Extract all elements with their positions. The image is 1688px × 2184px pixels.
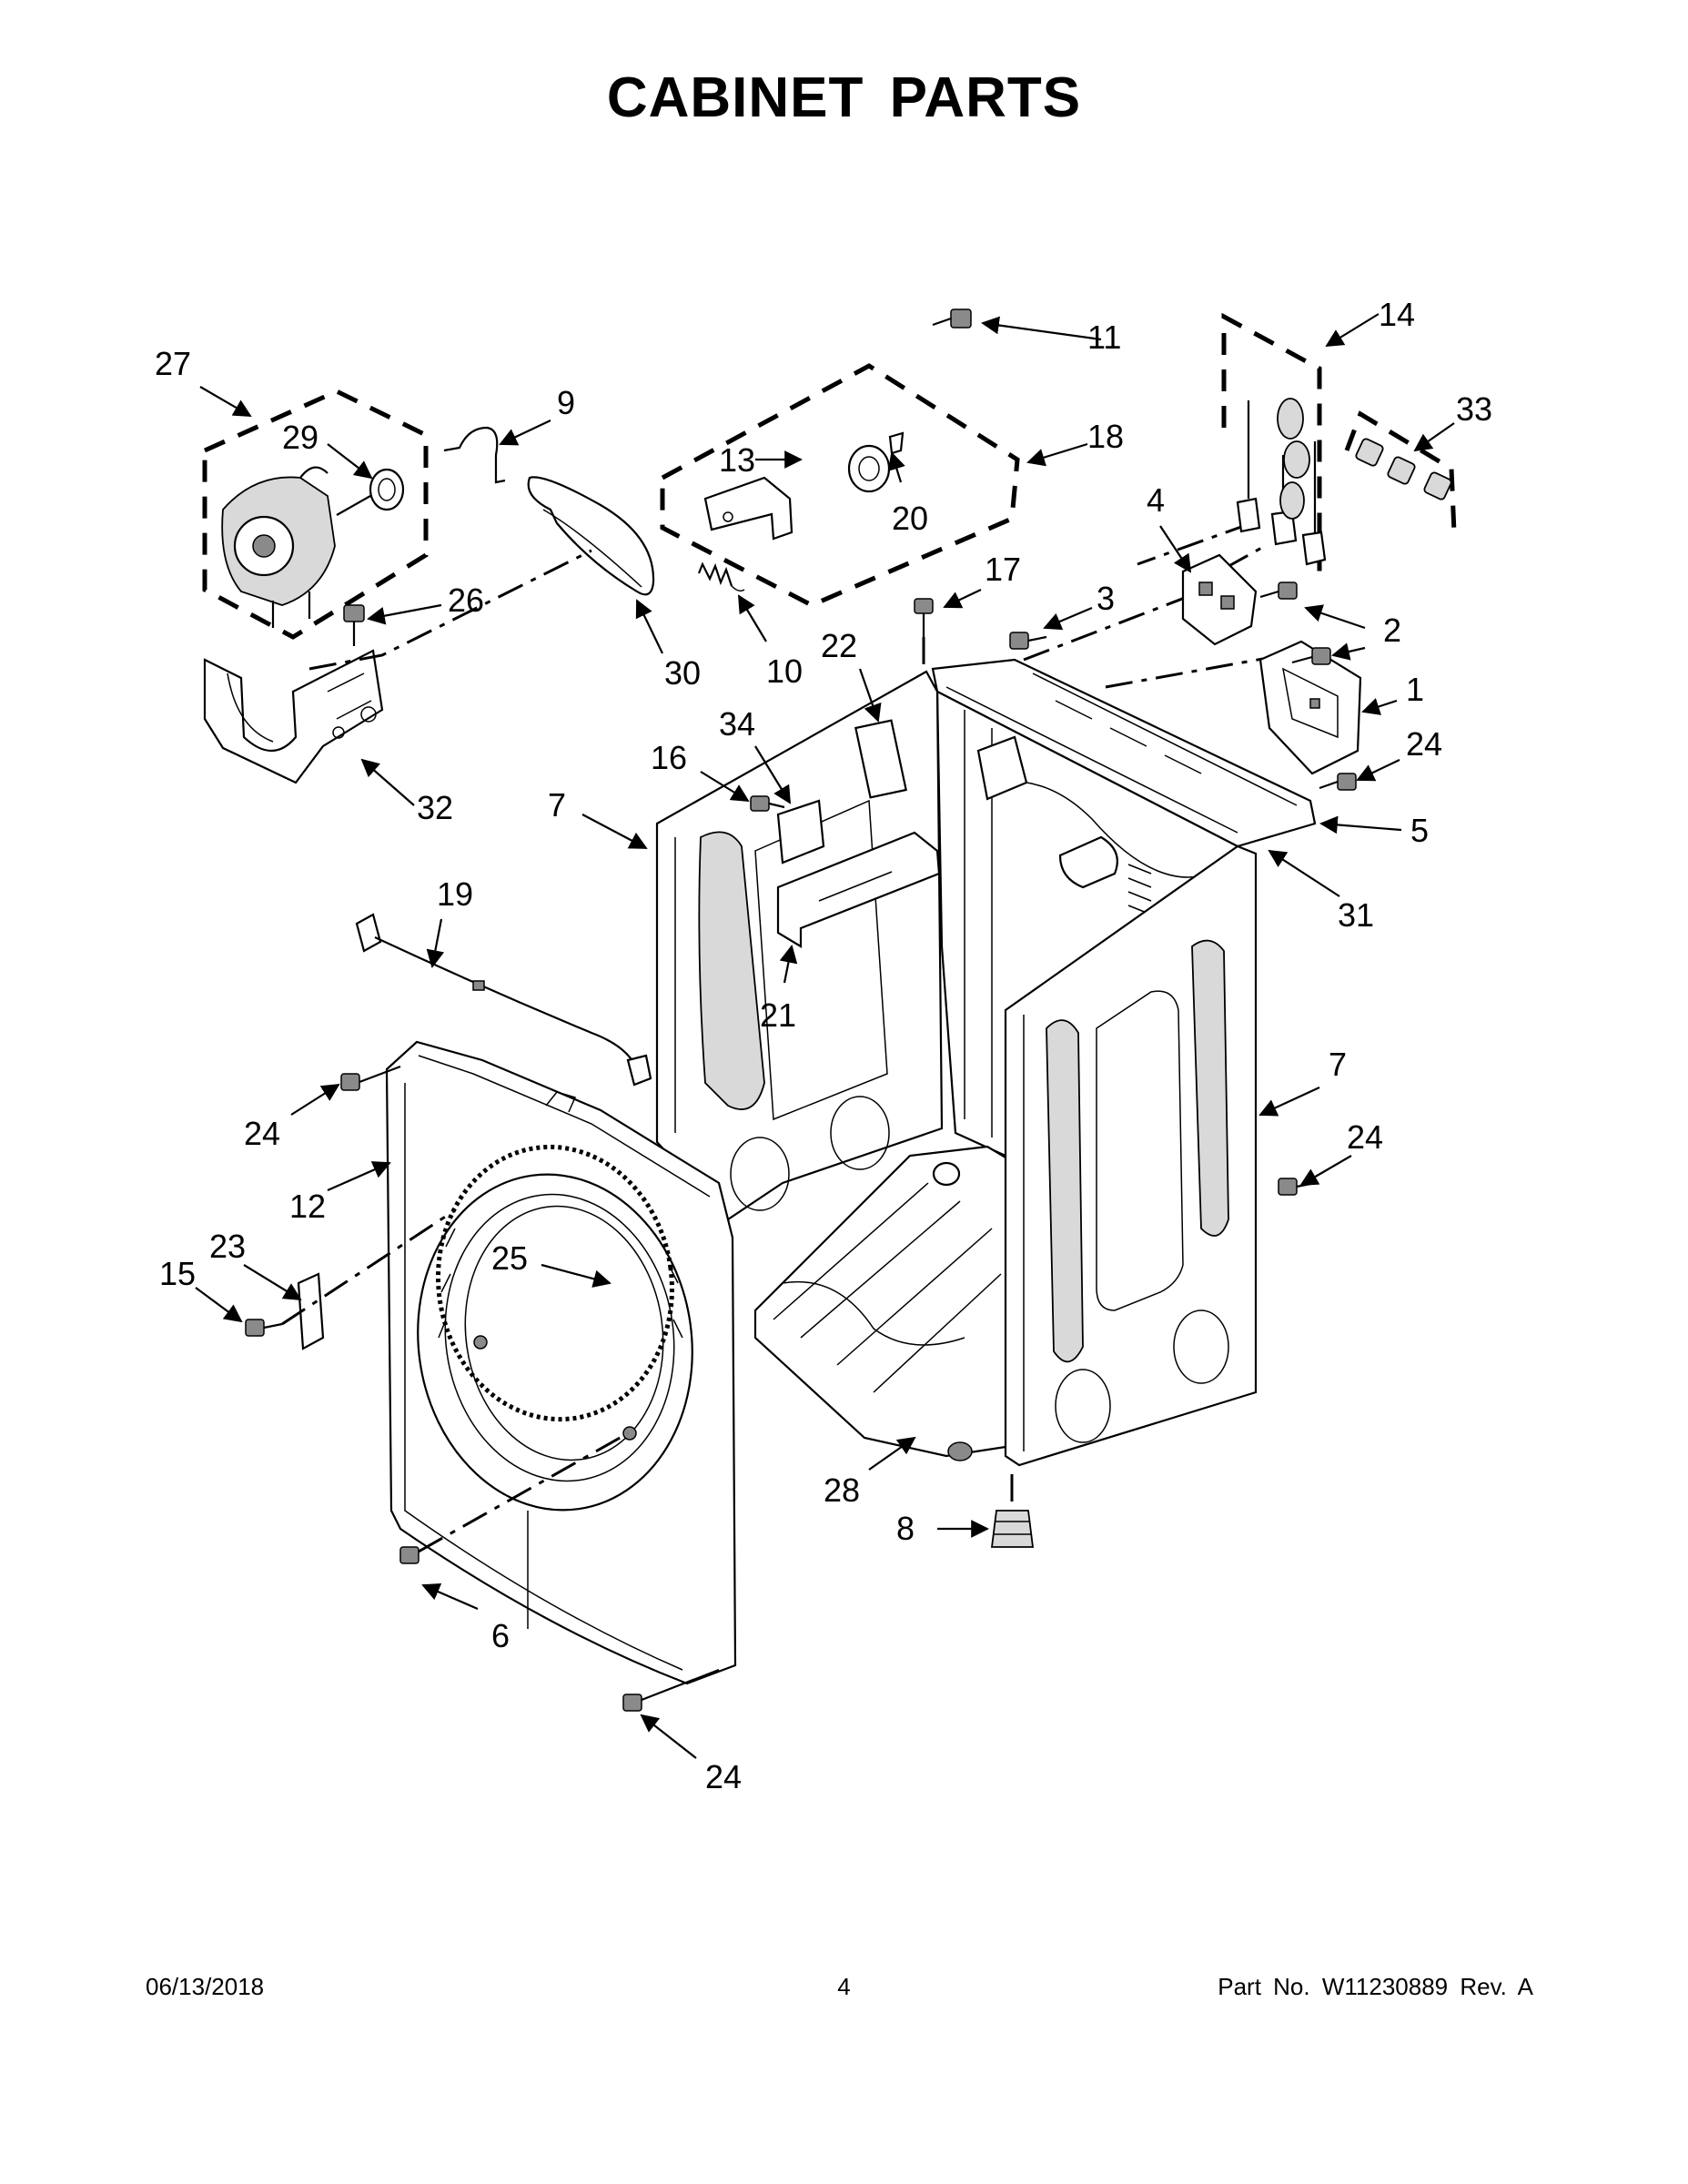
screw-15 (245, 1319, 283, 1337)
callout-28: 28 (824, 1471, 860, 1509)
callout-15: 15 (159, 1255, 196, 1292)
callout-32: 32 (417, 789, 453, 826)
callout-24-rail: 24 (1406, 725, 1442, 763)
callout-6: 6 (491, 1617, 510, 1654)
callout-2: 2 (1383, 612, 1401, 649)
callout-13: 13 (719, 441, 755, 479)
label-22 (854, 719, 907, 799)
door-seal (436, 1144, 674, 1422)
callout-4: 4 (1147, 481, 1165, 519)
terminal-bracket (1181, 553, 1258, 646)
control-bracket (1258, 640, 1362, 775)
motor-mount-bracket (203, 649, 384, 784)
motor-assembly (202, 389, 429, 640)
callout-7-right: 7 (1329, 1046, 1347, 1083)
callout-30: 30 (664, 654, 701, 692)
callout-16: 16 (651, 739, 687, 776)
screw-2 (1259, 581, 1298, 600)
screw-16 (750, 795, 785, 812)
leveling-foot (990, 1474, 1035, 1548)
leader-arrows (195, 313, 1455, 1759)
idler-spring (697, 561, 745, 592)
callout-3: 3 (1097, 580, 1115, 617)
callout-25: 25 (491, 1239, 528, 1277)
clips-kit (1344, 410, 1457, 533)
callout-7-left: 7 (548, 786, 566, 824)
callout-11: 11 (1087, 318, 1121, 356)
callout-labels: 27 29 9 26 30 10 32 13 11 18 20 17 14 33… (155, 296, 1492, 1795)
screw-11 (932, 308, 972, 329)
screw-3 (1009, 632, 1047, 650)
right-side-panel (1004, 844, 1258, 1467)
callout-21: 21 (760, 996, 796, 1034)
screw-near-bracket (1291, 647, 1331, 665)
bracket-21 (776, 831, 941, 948)
callout-9: 9 (557, 384, 575, 421)
callout-22: 22 (821, 627, 857, 664)
callout-34: 34 (719, 705, 755, 743)
callout-12: 12 (289, 1188, 326, 1225)
callout-27: 27 (155, 345, 191, 382)
idler-assembly (660, 363, 1020, 608)
motor-clip (443, 426, 506, 484)
drive-belt (527, 476, 655, 596)
callout-19: 19 (437, 875, 473, 913)
screw-24-bottom (622, 1668, 720, 1712)
callout-5: 5 (1410, 812, 1429, 849)
callout-29: 29 (282, 419, 318, 456)
footer-date: 06/13/2018 (146, 1973, 265, 2000)
callout-17: 17 (985, 551, 1021, 588)
callout-26: 26 (448, 581, 484, 619)
cabinet-base (753, 1145, 1012, 1461)
bracket-34 (776, 799, 825, 864)
callout-24-right: 24 (1347, 1118, 1383, 1156)
callout-20: 20 (892, 500, 928, 537)
screw-24-rail (1319, 773, 1357, 791)
callout-18: 18 (1087, 418, 1124, 455)
callout-23: 23 (209, 1228, 246, 1265)
screw-17 (914, 598, 934, 637)
motor-screw (343, 604, 365, 646)
page-title: CABINET PARTS (606, 66, 1082, 129)
wire-harness (355, 913, 652, 1087)
screw-24-left (340, 1065, 401, 1091)
callout-24-left: 24 (244, 1115, 280, 1152)
bracket-23 (297, 1272, 325, 1350)
screw-6 (399, 1431, 629, 1564)
footer-part-number: Part No. W11230889 Rev. A (1218, 1973, 1533, 2000)
callout-1: 1 (1406, 671, 1424, 708)
thermostat-kit (1221, 312, 1327, 582)
screw-24-right (1278, 1178, 1316, 1196)
front-panel (385, 1040, 737, 1685)
callout-24-bottom: 24 (705, 1758, 742, 1795)
callout-33: 33 (1456, 390, 1492, 428)
footer-page-number: 4 (837, 1973, 851, 2000)
callout-14: 14 (1379, 296, 1415, 333)
callout-10: 10 (766, 652, 803, 690)
callout-31: 31 (1338, 896, 1374, 934)
callout-8: 8 (896, 1510, 915, 1547)
